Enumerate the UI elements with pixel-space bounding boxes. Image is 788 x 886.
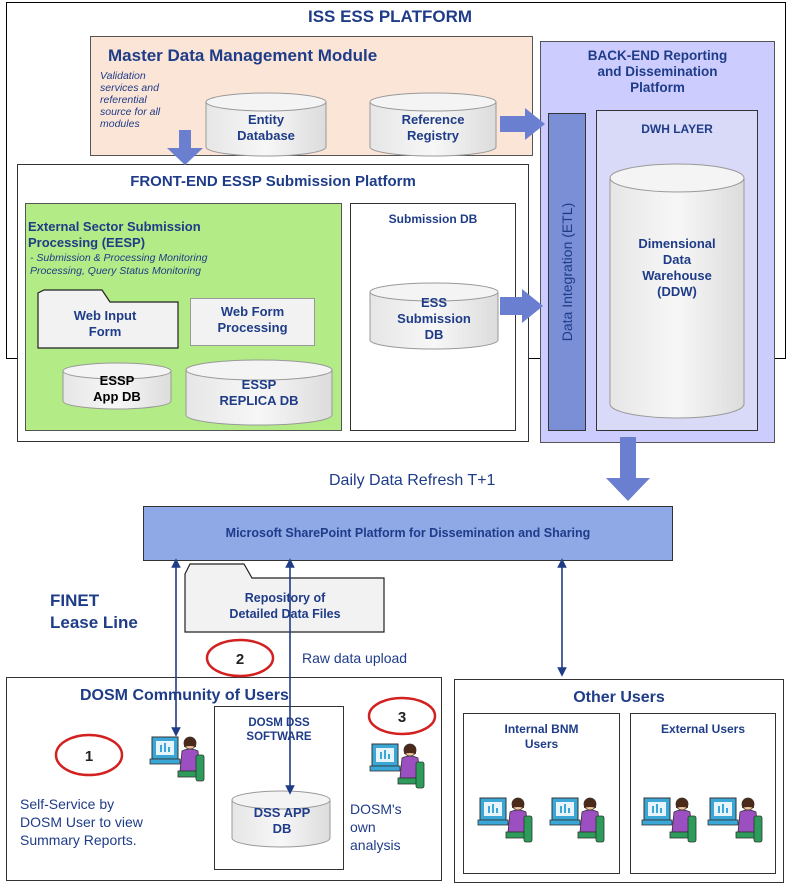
other-users-title: Other Users [573,689,665,706]
callout-2: 2 [205,638,275,678]
callout-1-label: 1 [85,748,93,765]
submission-db-title: Submission DB [388,212,478,226]
external-users-label: External Users [660,722,746,736]
external-user-2-icon [707,797,763,843]
mdm-to-backend-arrow [500,108,545,140]
etl-bar [548,113,586,431]
cyl-ess-top [369,282,499,302]
callout-3-label: 3 [398,709,406,726]
external-user-1-icon [641,797,697,843]
repository-folder [184,563,385,633]
cyl-esspapp-body [62,370,172,410]
dss-app-db-cylinder [231,790,331,848]
mdm-title: Master Data Management Module [108,46,378,65]
platform-title: ISS ESS PLATFORM [307,7,473,26]
external-users-box [630,713,776,874]
reference-registry-cylinder [369,92,497,157]
cyl-reference-body [369,101,497,157]
cyl-ess-body [369,291,499,350]
entity-database-cylinder [205,92,327,157]
essp-replica-db-cylinder [185,359,333,426]
frontend-title: FRONT-END ESSP Submission Platform [130,173,416,190]
mdm-to-frontend-arrow [167,130,203,165]
cyl-ddw-top [609,163,745,193]
sharepoint-label: Microsoft SharePoint Platform for Dissem… [225,526,591,540]
raw-data-upload-label: Raw data upload [302,650,408,666]
dosm-user-2-icon [369,743,425,789]
web-input-form-folder [37,289,179,349]
dimensional-data-warehouse-cylinder [609,163,745,419]
cyl-reference-top [369,92,497,112]
cyl-replica-top [185,359,333,381]
internal-user-1-icon [477,797,533,843]
cyl-ddw-body [609,177,745,419]
cyl-replica-body [185,369,333,426]
dosm-title: DOSM Community of Users [80,687,289,704]
callout-1: 1 [54,733,124,777]
callout-2-label: 2 [236,651,244,668]
cyl-esspapp-top [62,362,172,380]
submission-to-etl-arrow [500,289,543,323]
cyl-entity-top [205,92,327,112]
web-form-processing-box [190,298,315,346]
cyl-dss-body [231,799,331,848]
ess-submission-db-cylinder [369,282,499,350]
sharepoint-bar [143,506,673,561]
dwh-to-sharepoint-arrow [606,437,650,501]
internal-user-2-icon [549,797,605,843]
cyl-entity-body [205,101,327,157]
essp-app-db-cylinder [62,362,172,410]
dwh-title: DWH LAYER [641,122,713,136]
cyl-dss-top [231,790,331,810]
internal-users-box [463,713,620,874]
dosm-user-1-icon [149,736,205,782]
daily-refresh-label: Daily Data Refresh T+1 [329,472,496,489]
callout-3: 3 [367,696,437,736]
